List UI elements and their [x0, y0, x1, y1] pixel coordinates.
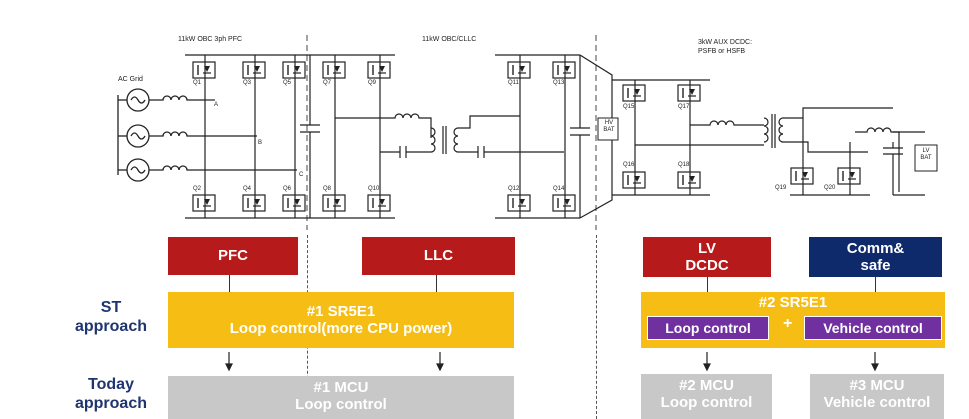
pfc-label: PFC — [218, 247, 248, 265]
st-approach-label-line1: ST — [100, 299, 122, 316]
lv-bat-label: LV BAT — [920, 148, 932, 161]
pfc-block: PFC — [168, 237, 298, 275]
llc-label: LLC — [423, 247, 454, 265]
pfc-section-title: 11kW OBC 3ph PFC — [178, 36, 243, 43]
ac-sources — [117, 88, 297, 182]
mcu-3-subtitle: Vehicle control — [823, 394, 931, 412]
q-label: Q10 — [368, 186, 380, 192]
q-label: Q1 — [193, 80, 202, 86]
loop-control-label: Loop control — [665, 319, 751, 336]
mcu-2-title: #2 MCU — [678, 377, 734, 394]
mcu-2-block: #2 MCU Loop control — [641, 374, 772, 419]
connector-line — [229, 275, 230, 292]
node-a-label: A — [214, 102, 219, 108]
llc-primary — [310, 54, 459, 219]
connector-line — [707, 277, 708, 292]
circuit-schematic — [117, 35, 938, 230]
mcu-1-title: #1 MCU — [313, 379, 369, 396]
q-label: Q14 — [553, 186, 565, 192]
q-label: Q20 — [824, 185, 836, 191]
connector-line — [436, 275, 437, 292]
q-label: Q3 — [243, 80, 252, 86]
hv-bat-label: HV BAT — [603, 120, 615, 133]
comm-label-line2: safe — [860, 257, 891, 274]
sr5e1-2-block: #2 SR5E1 Loop control + Vehicle control — [641, 292, 945, 348]
loop-control-chip: Loop control — [647, 316, 769, 340]
vehicle-control-label: Vehicle control — [823, 319, 923, 336]
mcu-2-subtitle: Loop control — [660, 394, 753, 412]
sr5e1-1-subtitle: Loop control(more CPU power) — [229, 320, 453, 337]
lv-dcdc-label-line1: LV — [697, 239, 717, 257]
q-label: Q4 — [243, 186, 252, 192]
llc-block: LLC — [362, 237, 515, 275]
divider-line — [596, 235, 597, 419]
today-approach-label: Today approach — [70, 375, 152, 413]
lv-dcdc-block: LV DCDC — [643, 237, 771, 277]
q-label: Q16 — [623, 162, 635, 168]
lv-dcdc-label-line2: DCDC — [685, 257, 729, 274]
q-label: Q5 — [283, 80, 292, 86]
plus-sign: + — [783, 315, 793, 332]
mcu-3-block: #3 MCU Vehicle control — [810, 374, 944, 419]
vehicle-control-chip: Vehicle control — [804, 316, 942, 340]
st-approach-label: ST approach — [70, 298, 152, 336]
today-approach-label-line1: Today — [88, 376, 134, 393]
q-label: Q19 — [775, 185, 787, 191]
aux-dcdc — [612, 79, 925, 196]
q-label: Q12 — [508, 186, 520, 192]
sr5e1-1-title: #1 SR5E1 — [306, 302, 376, 320]
llc-section-title: 11kW OBC/CLLC — [422, 36, 477, 43]
st-approach-label-line2: approach — [74, 318, 147, 336]
q-label: Q9 — [368, 80, 377, 86]
q-label: Q2 — [193, 186, 202, 192]
cllc-secondary — [458, 54, 613, 219]
q-label: Q17 — [678, 104, 690, 110]
q-label: Q18 — [678, 162, 690, 168]
q-label: Q13 — [553, 80, 565, 86]
ac-grid-label: AC Grid — [118, 76, 143, 83]
connector-line — [875, 277, 876, 292]
q-label: Q11 — [508, 80, 519, 86]
q-label: Q15 — [623, 104, 635, 110]
aux-section-title: 3kW AUX DCDC: — [698, 39, 753, 46]
node-c-label: C — [299, 172, 304, 178]
comm-label-line1: Comm& — [846, 239, 905, 257]
q-label: Q8 — [323, 186, 332, 192]
mcu-1-subtitle: Loop control — [295, 396, 387, 414]
sr5e1-1-block: #1 SR5E1 Loop control(more CPU power) — [168, 292, 514, 348]
mcu-3-title: #3 MCU — [849, 377, 905, 394]
q-label: Q6 — [283, 186, 292, 192]
mcu-1-block: #1 MCU Loop control — [168, 376, 514, 419]
today-approach-label-line2: approach — [74, 395, 147, 413]
down-arrows — [225, 352, 879, 372]
sr5e1-2-title: #2 SR5E1 — [758, 294, 828, 311]
pfc-bridge — [185, 54, 320, 219]
comm-safe-block: Comm& safe — [809, 237, 942, 277]
q-label: Q7 — [323, 80, 332, 86]
aux-section-subtitle: PSFB or HSFB — [698, 48, 746, 55]
node-b-label: B — [258, 140, 263, 146]
